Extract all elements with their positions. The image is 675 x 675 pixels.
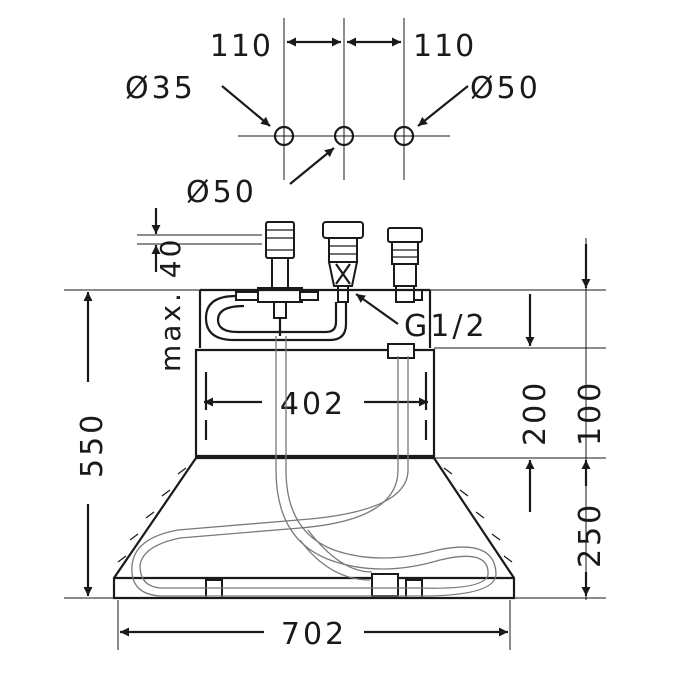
valve-center [322,221,364,303]
dim-110-left: 110 [210,29,273,64]
dim-110-right: 110 [413,29,476,64]
dim-200: 200 [518,380,553,446]
dim-g-1-2: G1/2 [404,309,488,344]
hole-right [393,125,415,147]
connecting-pipe [204,294,348,342]
valve-right [387,227,423,303]
dim-max-40: max. 40 [154,237,187,372]
dim-550: 550 [75,412,110,478]
dim-dia50-right: Ø50 [470,71,541,106]
hole-pattern: 110 110 Ø35 Ø50 Ø50 [125,18,541,210]
valve-left [235,221,319,336]
hose [131,336,497,597]
dim-702: 702 [281,617,347,652]
dim-dia50-center: Ø50 [186,175,257,210]
dim-402: 402 [280,387,346,422]
dim-250: 250 [573,502,608,568]
hole-left [273,125,295,147]
hole-center [333,125,355,147]
dim-100: 100 [573,380,608,446]
lower-housing [112,456,516,600]
dim-dia35: Ø35 [125,71,196,106]
deck-thickness-dimension: max. 40 [137,208,262,372]
